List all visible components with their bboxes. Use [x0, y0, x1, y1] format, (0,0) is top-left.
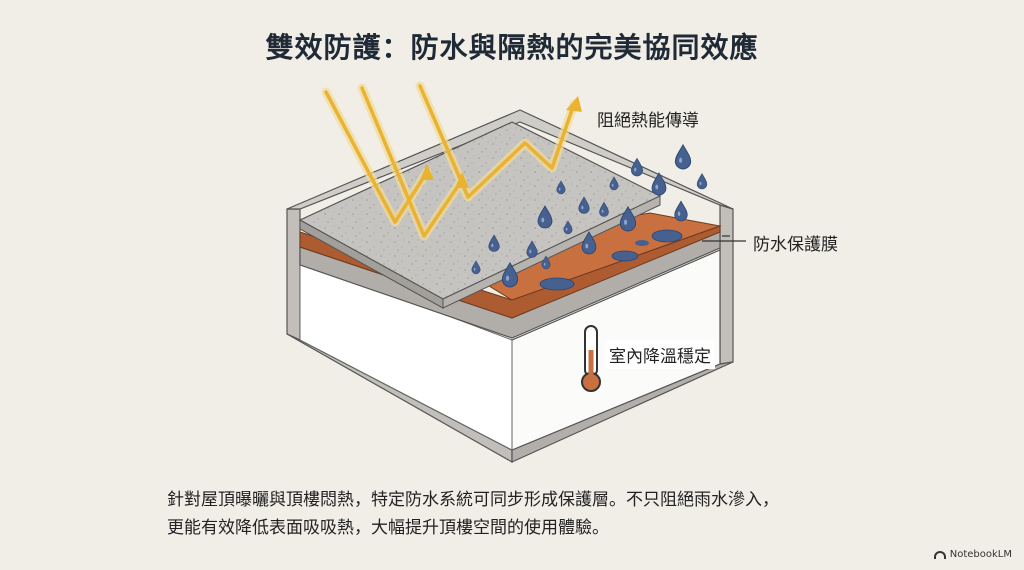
caption-line-1: 針對屋頂曝曬與頂樓悶熱，特定防水系統可同步形成保護層。不只阻絕雨水滲入， — [167, 490, 779, 510]
indoor-cooling-label: 室內降溫穩定 — [605, 340, 715, 369]
water-drop-icon — [471, 144, 708, 291]
label-leader-lines — [702, 235, 746, 242]
notebooklm-logo-icon — [933, 550, 946, 559]
brand-watermark: NotebookLM — [933, 549, 1012, 560]
brand-name: NotebookLM — [949, 549, 1012, 560]
page-title: 雙效防護：防水與隔熱的完美協同效應 — [265, 31, 759, 64]
thermometer-icon — [581, 325, 601, 392]
roof-cross-section-diagram — [286, 81, 746, 464]
waterproof-membrane-label: 防水保護膜 — [753, 235, 838, 255]
heat-block-label: 阻絕熱能傳導 — [597, 111, 699, 131]
description-caption: 針對屋頂曝曬與頂樓悶熱，特定防水系統可同步形成保護層。不只阻絕雨水滲入， 更能有… — [167, 486, 927, 542]
roof-top-surface — [298, 121, 662, 309]
caption-line-2: 更能有效降低表面吸吸熱，大幅提升頂樓空間的使用體驗。 — [167, 518, 609, 538]
sun-ray-arrow-icon — [321, 81, 582, 241]
